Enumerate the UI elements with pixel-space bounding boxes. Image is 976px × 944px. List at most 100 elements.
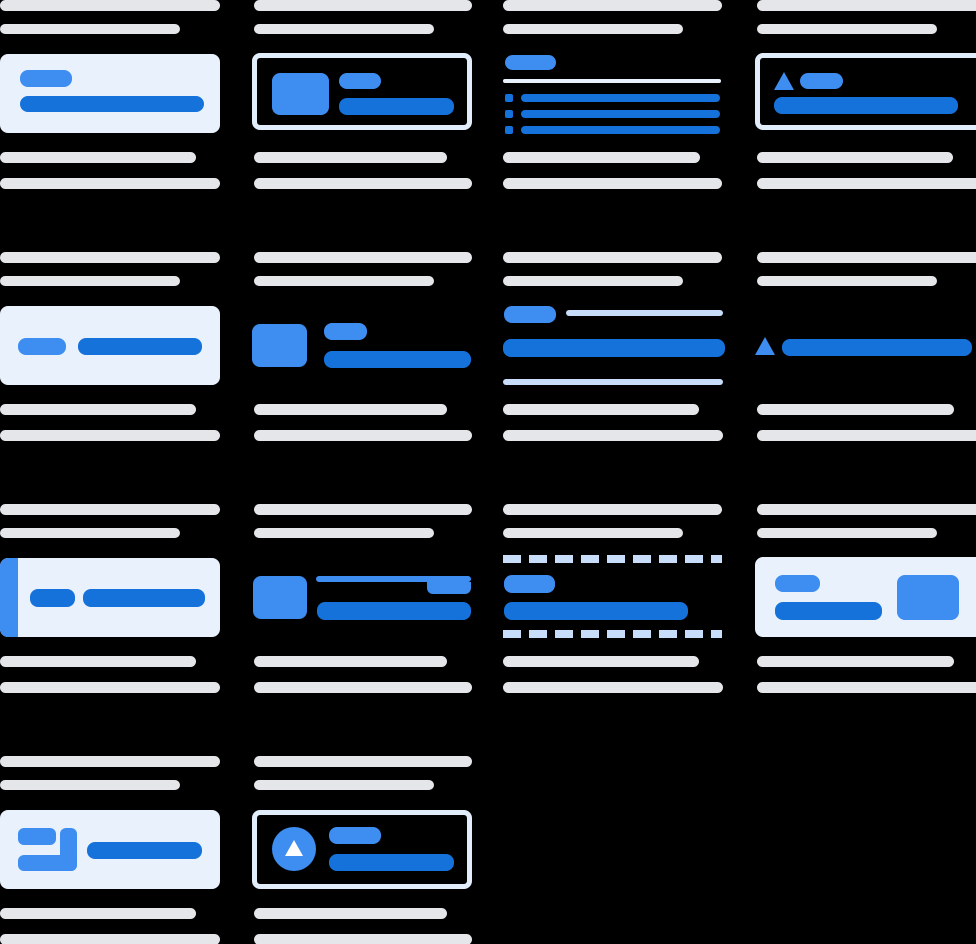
text-bar (20, 96, 204, 112)
paragraph-line (503, 24, 683, 34)
text-bar (339, 98, 454, 115)
paragraph-line (757, 404, 954, 415)
title-pill (30, 589, 75, 607)
text-bar (775, 602, 882, 620)
layered-panels-icon (18, 828, 56, 845)
paragraph-line (503, 656, 699, 667)
title-pill (18, 338, 66, 355)
paragraph-line (0, 24, 180, 34)
list-item-bar (521, 126, 720, 134)
wireframe-cell-r2c1 (0, 252, 220, 452)
paragraph-line (0, 756, 220, 767)
wireframe-cell-r1c3 (503, 0, 723, 200)
wireframe-cell-r4c1 (0, 756, 220, 944)
image-placeholder-icon (252, 324, 307, 367)
paragraph-line (0, 780, 180, 790)
meta-line (503, 379, 723, 385)
paragraph-line (254, 908, 447, 919)
paragraph-line (0, 934, 220, 944)
paragraph-line (0, 528, 180, 538)
outlined-callout-card (252, 53, 472, 130)
wireframe-cell-r1c4 (755, 0, 976, 200)
paragraph-line (503, 276, 683, 286)
paragraph-line (757, 178, 976, 189)
dashed-divider (503, 630, 722, 638)
paragraph-line (503, 430, 723, 441)
paragraph-line (503, 178, 722, 189)
paragraph-line (254, 430, 472, 441)
paragraph-line (254, 682, 472, 693)
warning-triangle-icon (755, 337, 775, 355)
wireframe-cell-r2c2 (252, 252, 474, 452)
paragraph-line (757, 152, 953, 163)
layered-panels-icon (18, 855, 77, 871)
list-item-bar (521, 94, 720, 102)
paragraph-line (0, 908, 196, 919)
title-pill (504, 575, 555, 593)
wireframe-cell-r4c2 (252, 756, 474, 944)
heading-tab (427, 582, 471, 594)
paragraph-line (254, 252, 472, 263)
title-pill (775, 575, 820, 592)
wireframe-cell-r1c2 (252, 0, 474, 200)
paragraph-line (503, 404, 699, 415)
paragraph-line (757, 682, 976, 693)
paragraph-line (503, 682, 723, 693)
paragraph-line (503, 0, 722, 11)
paragraph-line (254, 780, 434, 790)
paragraph-line (0, 504, 220, 515)
paragraph-line (254, 178, 472, 189)
text-bar (774, 97, 958, 114)
paragraph-line (0, 252, 220, 263)
title-pill (504, 306, 556, 323)
paragraph-line (254, 0, 472, 11)
play-triangle-icon (285, 840, 303, 856)
paragraph-line (0, 656, 196, 667)
bullet-dot (505, 94, 513, 102)
paragraph-line (254, 24, 434, 34)
wireframe-cell-r3c3 (503, 504, 723, 704)
outlined-callout-card (252, 810, 472, 889)
wireframe-cell-r2c4 (755, 252, 976, 452)
play-circle-icon (272, 827, 316, 871)
paragraph-line (0, 0, 220, 11)
paragraph-line (0, 430, 220, 441)
paragraph-line (254, 152, 447, 163)
paragraph-line (0, 404, 196, 415)
outlined-callout-card (755, 53, 976, 130)
wireframe-cell-r3c1 (0, 504, 220, 704)
paragraph-line (503, 528, 683, 538)
paragraph-line (0, 152, 196, 163)
title-pill (324, 323, 367, 340)
paragraph-line (757, 656, 954, 667)
paragraph-line (757, 504, 976, 515)
paragraph-line (757, 0, 976, 11)
image-placeholder-icon (272, 73, 329, 115)
paragraph-line (254, 404, 447, 415)
text-bar (83, 589, 205, 607)
text-bar (87, 842, 202, 859)
text-bar (504, 602, 688, 620)
text-bar (317, 602, 471, 620)
paragraph-line (254, 934, 472, 944)
title-pill (800, 73, 843, 89)
dashed-divider (503, 555, 722, 563)
image-placeholder-icon (897, 575, 959, 620)
paragraph-line (254, 504, 472, 515)
list-item-bar (521, 110, 720, 118)
paragraph-line (0, 276, 180, 286)
bullet-dot (505, 126, 513, 134)
paragraph-line (757, 528, 937, 538)
callout-card (0, 54, 220, 133)
paragraph-line (254, 528, 434, 538)
meta-line (566, 310, 723, 316)
paragraph-line (757, 430, 976, 441)
paragraph-line (0, 682, 220, 693)
paragraph-line (757, 252, 976, 263)
paragraph-line (503, 152, 700, 163)
left-accent-bar (0, 558, 18, 637)
text-bar (78, 338, 202, 355)
wireframe-cell-r1c1 (0, 0, 220, 200)
paragraph-line (757, 24, 937, 34)
image-placeholder-icon (253, 576, 307, 619)
